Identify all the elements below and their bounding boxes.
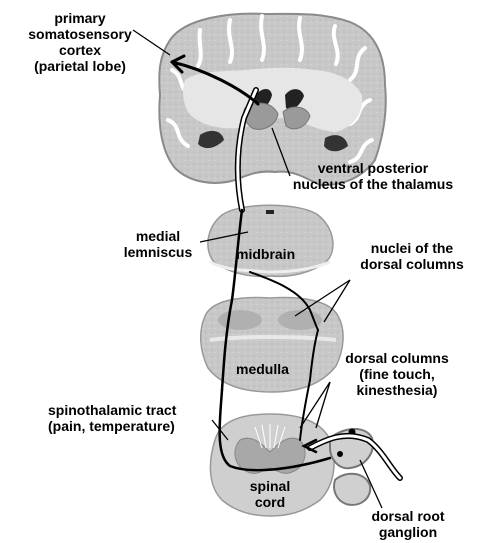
ganglion-label-line-2: ganglion: [358, 524, 458, 540]
spinothalamic-label: spinothalamic tract (pain, temperature): [48, 402, 176, 434]
spinothalamic-label-line-2: (pain, temperature): [48, 418, 176, 434]
columns-label-line-2: (fine touch,: [330, 366, 464, 382]
thalamus-label-line-1: ventral posterior: [268, 160, 478, 176]
spinal-label-line-2: cord: [240, 494, 300, 510]
nuclei-label: nuclei of the dorsal columns: [344, 240, 480, 272]
dorsal-columns-label: dorsal columns (fine touch, kinesthesia): [330, 350, 464, 398]
cortex-label-line-3: cortex: [10, 42, 150, 58]
midbrain-section: [208, 205, 333, 276]
cortex-label-line-4: (parietal lobe): [10, 58, 150, 74]
dorsal-root-ganglion-label: dorsal root ganglion: [358, 508, 458, 540]
medulla-label: medulla: [236, 361, 289, 377]
thalamus-label: ventral posterior nucleus of the thalamu…: [268, 160, 478, 192]
ganglion-label-line-1: dorsal root: [358, 508, 458, 524]
thalamus-label-line-2: nucleus of the thalamus: [268, 176, 478, 192]
spinothalamic-label-line-1: spinothalamic tract: [48, 402, 176, 418]
lemniscus-label-line-2: lemniscus: [108, 244, 208, 260]
nuclei-label-line-1: nuclei of the: [344, 240, 480, 256]
midbrain-label: midbrain: [236, 246, 295, 262]
nuclei-label-line-2: dorsal columns: [344, 256, 480, 272]
columns-label-line-1: dorsal columns: [330, 350, 464, 366]
columns-label-line-3: kinesthesia): [330, 382, 464, 398]
lemniscus-label-line-1: medial: [108, 228, 208, 244]
cortex-label-line-1: primary: [10, 10, 150, 26]
spinal-label-line-1: spinal: [240, 478, 300, 494]
cortex-label: primary somatosensory cortex (parietal l…: [10, 10, 150, 74]
spinal-cord-label: spinal cord: [240, 478, 300, 510]
cortex-label-line-2: somatosensory: [10, 26, 150, 42]
medial-lemniscus-label: medial lemniscus: [108, 228, 208, 260]
